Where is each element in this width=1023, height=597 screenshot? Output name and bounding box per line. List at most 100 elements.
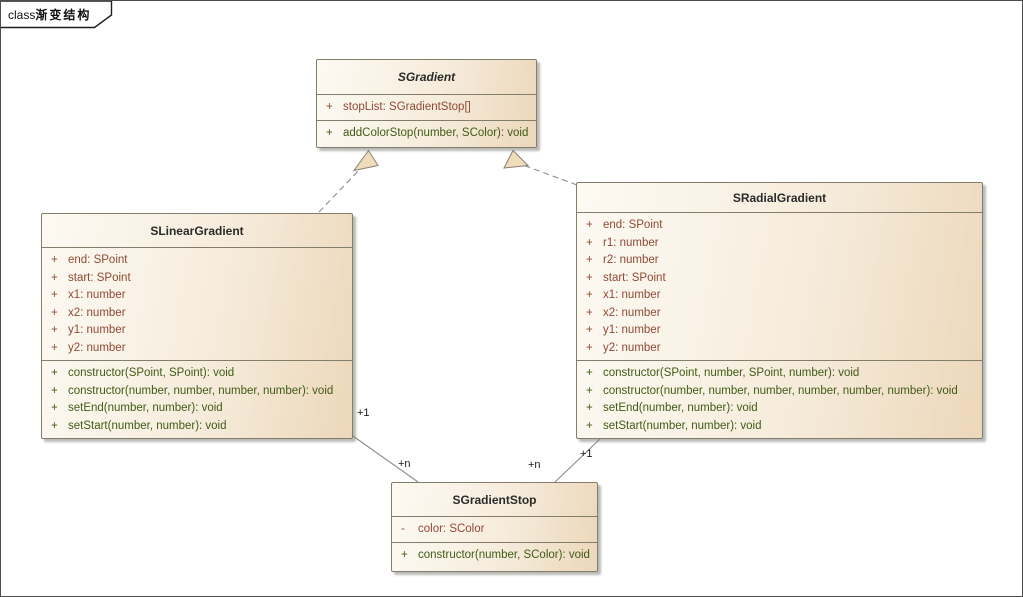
visibility-sign: + [51,367,58,379]
visibility-sign: + [586,402,593,414]
member-text: setEnd(number, number): void [603,402,758,414]
methods-compartment: + constructor(number, SColor): void [392,541,597,572]
member-row: + setStart(number, number): void [42,418,352,436]
attributes-compartment: - color: SColor [392,517,597,542]
attributes-compartment: +end: SPoint+start: SPoint+x1: number+x2… [42,248,352,360]
visibility-sign: + [586,219,593,231]
member-row: + constructor(number, SColor): void [392,547,597,565]
member-text: end: SPoint [603,219,663,231]
visibility-sign: + [51,324,58,336]
frame-keyword: class [8,8,36,22]
member-text: constructor(number, number, number, numb… [603,384,958,397]
multiplicity-label: +1 [357,407,370,419]
class-name-sgradientstop: SGradientStop [392,483,597,517]
visibility-sign: + [586,324,593,336]
visibility-sign: + [586,306,593,319]
class-name-sradialgradient: SRadialGradient [577,183,982,213]
visibility-sign: + [586,254,593,266]
member-row: +r1: number [577,235,982,253]
member-text: y2: number [603,341,661,354]
member-text: end: SPoint [68,254,128,266]
member-row: + r2: number [577,252,982,270]
member-row: + x1: number [42,287,352,305]
multiplicity-label: +n [528,459,541,471]
visibility-sign: + [401,548,408,561]
visibility-sign: + [586,341,593,354]
visibility-sign: + [51,341,58,354]
visibility-sign: + [51,271,58,284]
class-box-sgradientstop[interactable]: SGradientStop - color: SColor + constructo… [391,482,598,572]
member-row: + y2: number [577,340,982,358]
frame-tab-border [1,1,113,29]
member-text: constructor(SPoint, number, SPoint, numb… [603,367,860,379]
visibility-sign: + [51,419,58,432]
member-row: +addColorStop(number, SColor): void [317,125,536,143]
methods-compartment: +addColorStop(number, SColor): void [317,119,536,148]
frame-title: 渐变结构 [35,8,92,22]
frame-tab: class渐变结构 [1,1,131,31]
attributes-compartment: + stopList: SGradientStop[] [317,95,536,120]
member-row: + end: SPoint [577,217,982,235]
class-box-sradialgradient[interactable]: SRadialGradient +end: SPoint+r1: number+… [576,182,983,439]
visibility-sign: + [326,101,333,113]
member-text: start: SPoint [68,271,131,284]
member-text: constructor(number, number, number, numb… [68,384,334,397]
generalization-arrowhead-left [352,149,379,172]
member-row: - color: SColor [392,521,597,539]
member-row: + setStart(number, number): void [577,418,982,436]
member-text: x1: number [68,289,126,301]
attributes-compartment: +end: SPoint+r1: number+r2: number+start… [577,213,982,360]
member-row: + constructor(SPoint, SPoint): void [42,365,352,383]
member-row: + constructor(SPoint, number, SPoint, num… [577,365,982,383]
multiplicity-label: +1 [580,448,593,460]
member-row: + x2: number [577,305,982,323]
member-row: + end: SPoint [42,252,352,270]
member-text: color: SColor [418,523,485,535]
visibility-sign: + [51,306,58,319]
member-text: constructor(SPoint, SPoint): void [68,367,235,379]
visibility-sign: + [586,384,593,397]
visibility-sign: - [401,523,405,535]
member-row: + constructor(number, number, number, num… [577,383,982,401]
member-text: stopList: SGradientStop[] [343,101,471,113]
visibility-sign: + [51,402,58,414]
member-text: r2: number [603,254,659,266]
visibility-sign: + [51,289,58,301]
class-box-sgradient[interactable]: SGradient + stopList: SGradientStop[] +ad… [316,59,537,148]
member-row: + y1: number [577,322,982,340]
member-row: + x1: number [577,287,982,305]
realization-connector-slineargradient-sgradient[interactable] [318,167,362,213]
member-text: r1: number [603,236,659,249]
visibility-sign: + [586,289,593,301]
class-name-sgradient: SGradient [317,60,536,95]
generalization-arrowhead-right [503,149,530,169]
class-name-slineargradient: SLinearGradient [42,214,352,248]
visibility-sign: + [586,419,593,432]
member-row: + setEnd(number, number): void [42,400,352,418]
member-text: x1: number [603,289,661,301]
member-text: y1: number [603,324,661,336]
member-row: + setEnd(number, number): void [577,400,982,418]
member-text: y2: number [68,341,126,354]
member-text: constructor(number, SColor): void [418,548,590,561]
visibility-sign: + [51,254,58,266]
member-row: + y2: number [42,340,352,358]
member-row: + start: SPoint [42,270,352,288]
visibility-sign: + [51,384,58,397]
member-text: setStart(number, number): void [603,419,762,432]
member-row: +start: SPoint [577,270,982,288]
member-text: setEnd(number, number): void [68,402,223,414]
visibility-sign: + [586,367,593,379]
member-text: x2: number [603,306,661,319]
member-row: + y1: number [42,322,352,340]
realization-connector-sradialgradient-sgradient[interactable] [522,164,578,186]
member-row: + stopList: SGradientStop[] [317,99,536,117]
association-connector-sradialgradient-sgradientstop[interactable] [554,438,601,483]
class-box-slineargradient[interactable]: SLinearGradient + end: SPoint + start: SPoi… [41,213,353,439]
methods-compartment: + constructor(SPoint, number, SPoint, num… [577,360,982,438]
visibility-sign: + [326,126,333,139]
member-text: setStart(number, number): void [68,419,227,432]
member-text: y1: number [68,324,126,336]
methods-compartment: + constructor(SPoint, SPoint): void + const… [42,360,352,438]
